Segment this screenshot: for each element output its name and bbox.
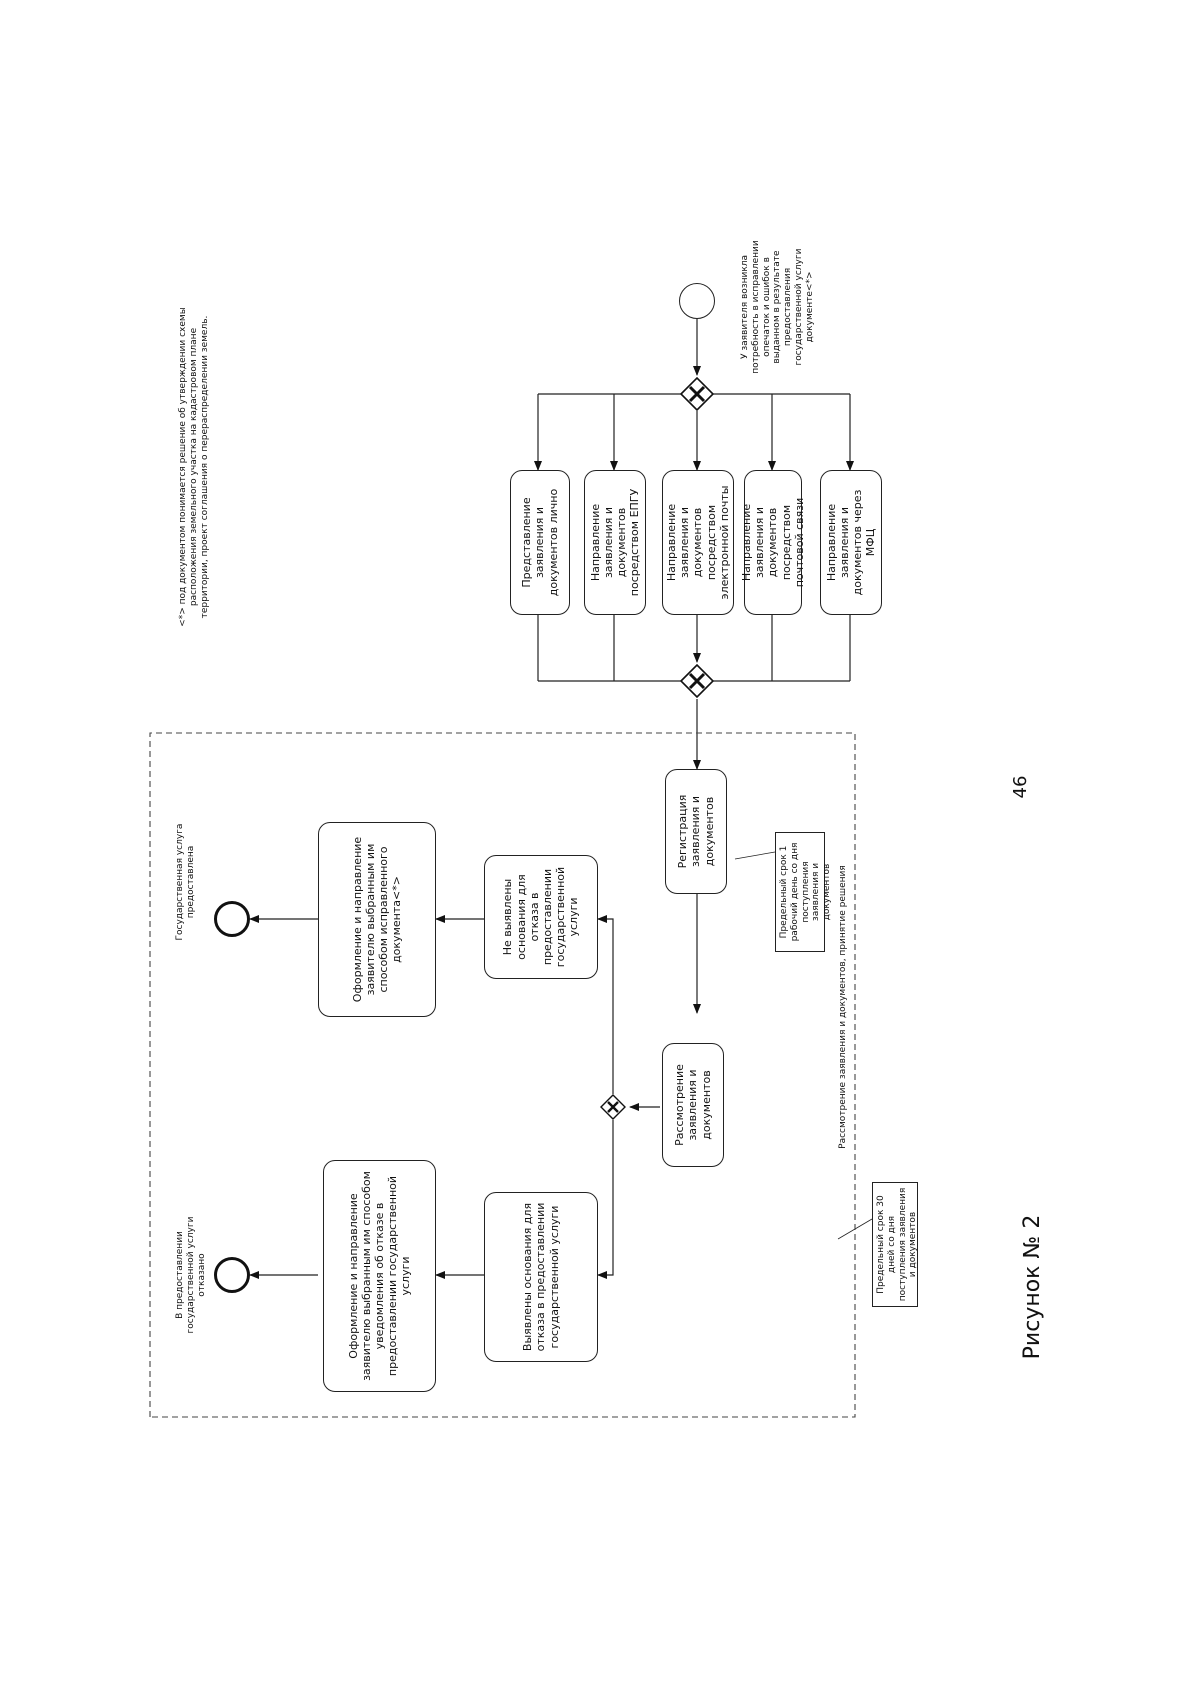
review-lane-frame: [149, 732, 856, 1418]
arrow-to-grounds: [597, 1120, 614, 1279]
registration-box: Регистрация заявления и документов: [665, 769, 727, 894]
fork-gateway-icon: [680, 377, 714, 411]
start-event: [679, 283, 715, 319]
end-event-refusal: [214, 1257, 250, 1293]
review-box: Рассмотрение заявления и документов: [662, 1043, 724, 1167]
no-grounds-box: Не выявлены основания для отказа в предо…: [484, 855, 598, 979]
issue-refusal-box: Оформление и направление заявителю выбра…: [323, 1160, 436, 1392]
registration-note: Предельный срок 1 рабочий день со дня по…: [775, 832, 832, 952]
start-note: У заявителя возникла потребность в испра…: [740, 240, 815, 374]
footnote: <*> под документом понимается решение об…: [178, 307, 210, 627]
end-event-success: [214, 901, 250, 937]
end-success-label: Государственная услуга предоставлена: [175, 823, 196, 941]
review-note: Предельный срок 30 дней со дня поступлен…: [872, 1182, 918, 1307]
channel-post: Направление заявления и документов посре…: [740, 470, 806, 615]
leader-registration-note: [734, 851, 776, 860]
channel-epgu: Направление заявления и документов посре…: [584, 470, 646, 615]
merge-gateway-icon: [680, 664, 714, 698]
channel-email: Направление заявления и документов посре…: [662, 470, 734, 615]
grounds-box: Выявлены основания для отказа в предоста…: [484, 1192, 598, 1362]
figure-title: Рисунок № 2: [1020, 1214, 1045, 1360]
channel-in-person: Представление заявления и документов лич…: [510, 470, 570, 615]
arrow-to-no-grounds: [597, 915, 614, 1094]
decision-gateway-icon: [600, 1094, 626, 1120]
end-refusal-label: В предоставлении государственной услуги …: [175, 1216, 207, 1334]
page-number: 46: [1010, 775, 1031, 799]
issue-correct-box: Оформление и направление заявителю выбра…: [318, 822, 436, 1017]
channel-mfc: Направление заявления и документов через…: [820, 470, 882, 615]
review-lane-title: Рассмотрение заявления и документов, при…: [838, 865, 848, 1149]
